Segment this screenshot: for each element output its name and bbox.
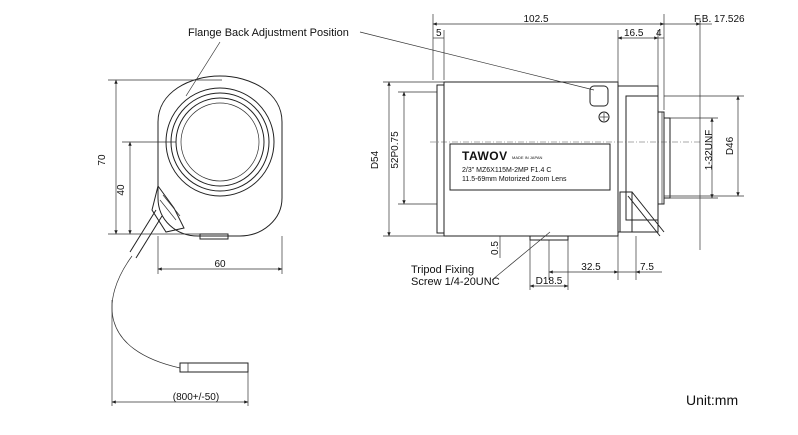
lens-inner-ring xyxy=(175,97,265,187)
rear-cable-2 xyxy=(631,191,665,233)
side-rear-step xyxy=(625,95,659,221)
cable-line xyxy=(129,209,157,253)
rear-section-dim: 16.5 xyxy=(624,28,644,39)
label-description: 11.5-69mm Motorized Zoom Lens xyxy=(462,176,567,183)
mount-thread-dim: 1-32UNF xyxy=(704,130,715,171)
side-rear-section xyxy=(617,85,659,233)
label-model: 2/3" MZ6X115M-2MP F1.4 C xyxy=(462,167,551,174)
front-diameter-dim: 52P0.75 xyxy=(390,131,401,169)
rear-offset-dim: 7.5 xyxy=(640,262,654,273)
tripod-mount xyxy=(529,235,569,241)
side-front-ring xyxy=(436,84,445,234)
mount-length-dim: 4 xyxy=(656,28,662,39)
flange-leader-left xyxy=(185,41,221,97)
cable-length-dim: (800+/-50) xyxy=(173,392,219,403)
tripod-leader xyxy=(491,231,551,281)
cable-line-2 xyxy=(135,215,163,259)
tripod-diameter-dim: D18.5 xyxy=(536,276,563,287)
front-height-dim: 70 xyxy=(97,154,108,166)
total-length-dim: 102.5 xyxy=(523,14,548,25)
rear-cable-gland xyxy=(619,191,633,233)
label-brand: TAWOV xyxy=(462,149,508,163)
label-plate xyxy=(449,143,611,191)
front-view: 70 40 60 (800+/-50) xyxy=(97,75,283,406)
c-mount xyxy=(657,111,665,205)
lens-glass xyxy=(180,102,260,182)
flange-leader-right xyxy=(359,31,595,91)
tripod-label-line2: Screw 1/4-20UNC xyxy=(411,276,500,288)
label-made-in: MADE IN JAPAN xyxy=(512,155,542,160)
tripod-label-line1: Tripod Fixing xyxy=(411,264,474,276)
cable-wire xyxy=(111,255,181,369)
cable-connector xyxy=(179,362,249,373)
focus-knob xyxy=(151,184,185,233)
flange-adjust-slot xyxy=(589,85,609,107)
front-width-dim: 60 xyxy=(214,259,226,270)
mount-diameter-dim: D46 xyxy=(725,136,736,155)
unit-label: Unit:mm xyxy=(686,392,738,408)
front-inner-height-dim: 40 xyxy=(116,184,127,196)
lens-outer-ring xyxy=(165,87,275,197)
flange-adjust-screw xyxy=(598,111,610,123)
tripod-position-dim: 32.5 xyxy=(581,262,601,273)
front-offset-dim: 5 xyxy=(436,28,442,39)
side-view: TAWOV MADE IN JAPAN 2/3" MZ6X115M-2MP F1… xyxy=(370,14,745,290)
rear-cable xyxy=(627,195,661,237)
c-mount-thread xyxy=(663,117,671,199)
front-mount-tab xyxy=(199,233,229,240)
lens-middle-ring xyxy=(170,92,270,192)
tripod-offset-dim: 0.5 xyxy=(490,241,501,255)
flange-back-dim: F.B. 17.526 xyxy=(694,14,745,25)
flange-position-label: Flange Back Adjustment Position xyxy=(188,27,349,39)
body-diameter-dim: D54 xyxy=(370,150,381,169)
